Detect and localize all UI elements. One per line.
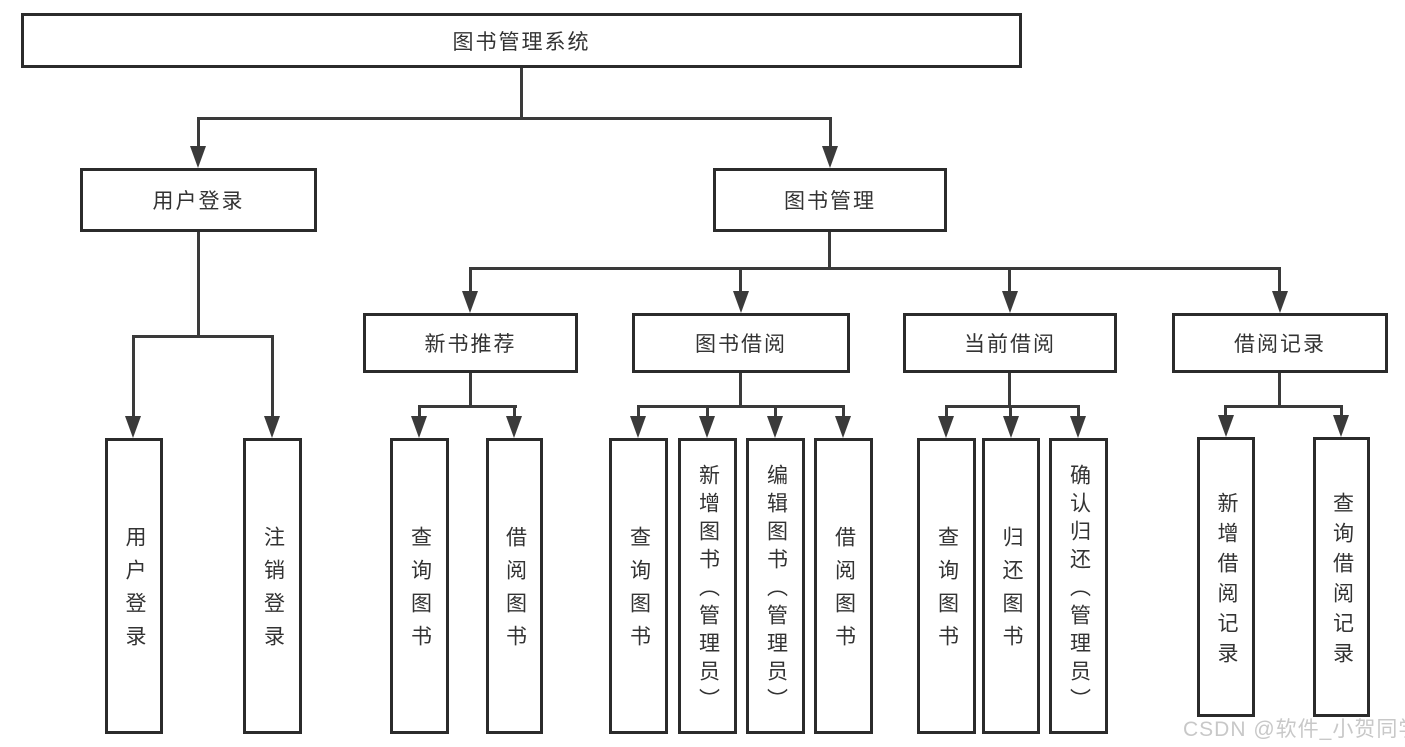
leaf-borrow-book-label: 借阅图书: [832, 526, 856, 658]
arrowhead-icon: [264, 416, 280, 438]
connector-line: [513, 405, 516, 418]
leaf-add-borrow-record-label: 新增借阅记录: [1215, 491, 1238, 672]
leaf-return-book-label: 归还图书: [1000, 526, 1023, 658]
leaf-confirm-return-admin-label: 确认归还（管理员）: [1067, 463, 1091, 716]
leaf-newbook-query-label: 查询图书: [408, 526, 432, 658]
connector-line: [945, 405, 948, 418]
node-borrow-records-label: 借阅记录: [1234, 333, 1326, 356]
node-new-book-recommend-label: 新书推荐: [424, 333, 517, 356]
connector-line: [1340, 405, 1343, 417]
arrowhead-icon: [506, 416, 522, 438]
connector-line: [706, 405, 709, 418]
arrowhead-icon: [767, 416, 783, 438]
connector-line: [637, 405, 640, 418]
connector-line: [1224, 405, 1227, 417]
connector-line: [637, 405, 845, 408]
arrowhead-icon: [190, 146, 206, 168]
connector-line: [828, 232, 831, 270]
arrowhead-icon: [699, 416, 715, 438]
arrowhead-icon: [1002, 291, 1018, 313]
leaf-add-book-admin: 新增图书（管理员）: [678, 438, 737, 734]
connector-line: [197, 232, 200, 337]
node-current-borrow-label: 当前借阅: [964, 333, 1056, 356]
connector-line: [842, 405, 845, 418]
arrowhead-icon: [1003, 416, 1019, 438]
node-borrow-records: 借阅记录: [1172, 313, 1388, 373]
arrowhead-icon: [1218, 415, 1234, 437]
leaf-newbook-borrow: 借阅图书: [486, 438, 543, 734]
node-book-borrow: 图书借阅: [632, 313, 850, 373]
leaf-user-login-label: 用户登录: [123, 526, 146, 658]
node-root-label: 图书管理系统: [452, 30, 591, 54]
leaf-confirm-return-admin: 确认归还（管理员）: [1049, 438, 1108, 734]
connector-line: [739, 267, 742, 293]
leaf-borrow-query: 查询图书: [609, 438, 668, 734]
connector-line: [1077, 405, 1080, 418]
connector-line: [469, 267, 472, 293]
connector-line: [132, 335, 135, 417]
connector-line: [469, 373, 472, 407]
csdn-watermark: CSDN @软件_小贺同学: [1183, 718, 1405, 741]
connector-line: [1009, 405, 1012, 418]
connector-line: [1008, 267, 1011, 293]
connector-line: [132, 335, 274, 338]
connector-line: [418, 405, 517, 408]
arrowhead-icon: [835, 416, 851, 438]
leaf-newbook-query: 查询图书: [390, 438, 449, 734]
leaf-query-borrow-record-label: 查询借阅记录: [1330, 491, 1354, 672]
leaf-borrow-query-label: 查询图书: [627, 526, 651, 658]
connector-line: [469, 267, 1281, 270]
connector-line: [1278, 267, 1281, 293]
leaf-logout-label: 注销登录: [261, 526, 285, 658]
arrowhead-icon: [1272, 291, 1288, 313]
connector-line: [197, 117, 200, 149]
leaf-borrow-book: 借阅图书: [814, 438, 873, 734]
leaf-edit-book-admin-label: 编辑图书（管理员）: [764, 463, 788, 716]
connector-line: [418, 405, 421, 418]
leaf-add-book-admin-label: 新增图书（管理员）: [696, 463, 720, 716]
connector-line: [197, 117, 832, 120]
node-new-book-recommend: 新书推荐: [363, 313, 578, 373]
node-book-management: 图书管理: [713, 168, 947, 232]
leaf-edit-book-admin: 编辑图书（管理员）: [746, 438, 805, 734]
leaf-query-borrow-record: 查询借阅记录: [1313, 437, 1370, 717]
arrowhead-icon: [733, 291, 749, 313]
connector-line: [1224, 405, 1343, 408]
leaf-logout: 注销登录: [243, 438, 302, 734]
connector-line: [1278, 373, 1281, 407]
connector-line: [520, 67, 523, 118]
leaf-current-query: 查询图书: [917, 438, 976, 734]
node-root: 图书管理系统: [21, 13, 1022, 68]
node-book-borrow-label: 图书借阅: [695, 333, 787, 356]
arrowhead-icon: [1070, 416, 1086, 438]
node-book-management-label: 图书管理: [784, 190, 876, 213]
node-current-borrow: 当前借阅: [903, 313, 1117, 373]
arrowhead-icon: [1333, 415, 1349, 437]
arrowhead-icon: [411, 416, 427, 438]
leaf-add-borrow-record: 新增借阅记录: [1197, 437, 1255, 717]
connector-line: [829, 117, 832, 149]
leaf-current-query-label: 查询图书: [935, 526, 959, 658]
connector-line: [271, 335, 274, 417]
node-user-login: 用户登录: [80, 168, 317, 232]
leaf-newbook-borrow-label: 借阅图书: [503, 526, 527, 658]
connector-line: [739, 373, 742, 407]
arrowhead-icon: [462, 291, 478, 313]
leaf-return-book: 归还图书: [982, 438, 1040, 734]
leaf-user-login: 用户登录: [105, 438, 163, 734]
node-user-login-label: 用户登录: [152, 190, 245, 213]
connector-line: [1008, 373, 1011, 407]
arrowhead-icon: [630, 416, 646, 438]
connector-line: [774, 405, 777, 418]
connector-line: [945, 405, 1079, 408]
arrowhead-icon: [822, 146, 838, 168]
arrowhead-icon: [938, 416, 954, 438]
arrowhead-icon: [125, 416, 141, 438]
